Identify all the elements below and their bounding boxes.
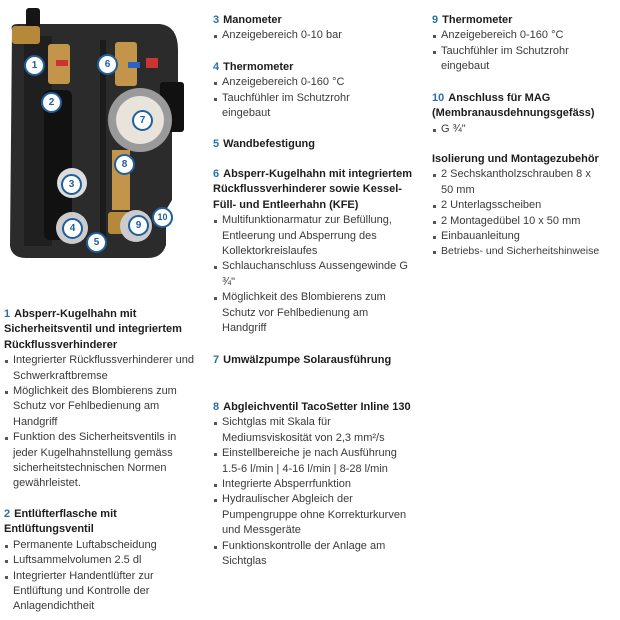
marker-2: 2 bbox=[41, 92, 62, 113]
list-item: Integrierte Absperrfunktion bbox=[213, 477, 413, 492]
list-item: Integrierter Handentlüfter zur Entlüftun… bbox=[4, 569, 194, 615]
marker-9: 9 bbox=[128, 215, 149, 236]
list-item: Funktion des Sicherheitsventils in jeder… bbox=[4, 430, 194, 492]
list-item: 2 Unterlagsscheiben bbox=[432, 198, 620, 213]
list-item: Integrierter Rückflussverhinderer und Sc… bbox=[4, 353, 194, 384]
pump-group-illustration bbox=[10, 8, 184, 258]
list-item: Schlauchanschluss Aussengewinde G ¾" bbox=[213, 259, 413, 290]
list-item: Luftsammelvolumen 2.5 dl bbox=[4, 553, 194, 568]
list-item: Sichtglas mit Skala für Mediumsviskositä… bbox=[213, 415, 413, 446]
list-item: 2 Montagedübel 10 x 50 mm bbox=[432, 214, 620, 229]
list-item: Betriebs- und Sicherheitshinweise bbox=[432, 244, 620, 259]
list-item: Multifunktionarmatur zur Befüllung, Entl… bbox=[213, 213, 413, 259]
list-item: G ¾" bbox=[432, 122, 618, 137]
marker-8: 8 bbox=[114, 154, 135, 175]
list-item: Möglichkeit des Blombierens zum Schutz v… bbox=[213, 290, 413, 336]
marker-3: 3 bbox=[61, 174, 82, 195]
list-item: Einstellbereiche je nach Ausführung 1.5-… bbox=[213, 446, 402, 477]
marker-5: 5 bbox=[86, 232, 107, 253]
list-item: Tauchfühler im Schutzrohr eingebaut bbox=[213, 91, 372, 122]
marker-4: 4 bbox=[62, 218, 83, 239]
marker-6: 6 bbox=[97, 54, 118, 75]
section-accessories: Isolierung und Montagezubehör 2 Sechskan… bbox=[432, 152, 620, 260]
list-item: Tauchfühler im Schutzrohr eingebaut bbox=[432, 44, 591, 75]
list-item: 2 Sechskantholzschrauben 8 x 50 mm bbox=[432, 167, 591, 198]
product-photo: 1 2 3 4 5 6 7 8 9 10 bbox=[0, 0, 200, 270]
list-item: Anzeigebereich 0-160 °C bbox=[432, 28, 618, 43]
list-item: Möglichkeit des Blombierens zum Schutz v… bbox=[4, 384, 194, 430]
list-item: Anzeigebereich 0-10 bar bbox=[213, 28, 413, 43]
section-accessories-title: Isolierung und Montagezubehör bbox=[432, 153, 599, 165]
marker-7: 7 bbox=[132, 110, 153, 131]
list-item: Permanente Luftabscheidung bbox=[4, 538, 194, 553]
list-item: Einbauanleitung bbox=[432, 229, 620, 244]
marker-1: 1 bbox=[24, 55, 45, 76]
marker-10: 10 bbox=[152, 207, 173, 228]
list-item: Funktionskontrolle der Anlage am Sichtgl… bbox=[213, 539, 413, 570]
list-item: Hydraulischer Abgleich der Pumpengruppe … bbox=[213, 492, 413, 538]
list-item: Anzeigebereich 0-160 °C bbox=[213, 75, 413, 90]
